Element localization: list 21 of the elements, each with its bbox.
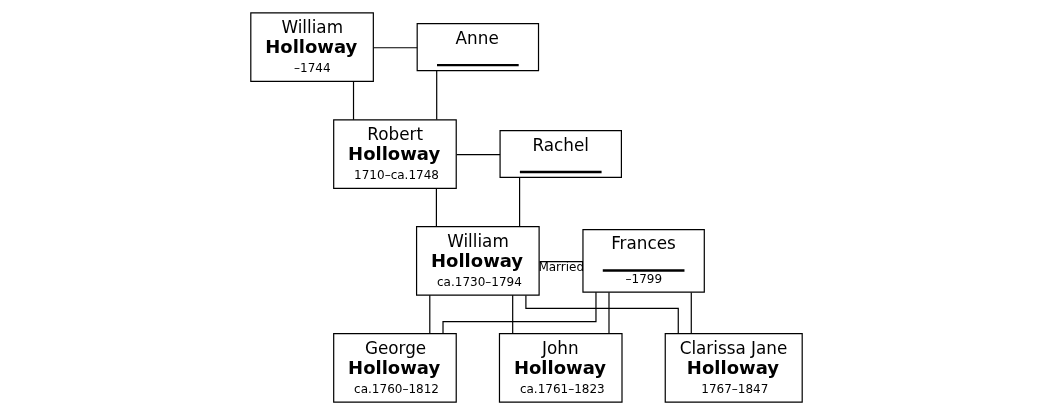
connector	[456, 154, 501, 156]
node-box: Anne	[416, 23, 540, 72]
node-box: William Holloway –1744	[250, 12, 374, 82]
node-box: John Holloway ca.1761–1823	[498, 333, 623, 403]
node-box: George Holloway ca.1760–1812	[333, 333, 457, 403]
connector	[690, 291, 692, 335]
connector	[442, 291, 597, 334]
connector	[519, 177, 521, 227]
node-box: William Holloway ca.1730–1794	[415, 226, 540, 296]
node-box: Clarissa Jane Holloway 1767–1847	[664, 333, 803, 403]
connector	[352, 80, 355, 121]
node-box: Robert Holloway 1710–ca.1748	[333, 119, 457, 189]
connector	[608, 291, 610, 335]
node-box: Rachel	[499, 130, 622, 179]
connector	[373, 47, 418, 49]
connector	[429, 294, 431, 335]
connector	[525, 294, 679, 335]
connector	[512, 294, 514, 335]
connector	[435, 187, 437, 228]
connector	[436, 70, 438, 120]
node-box: Frances –1799	[582, 229, 705, 293]
